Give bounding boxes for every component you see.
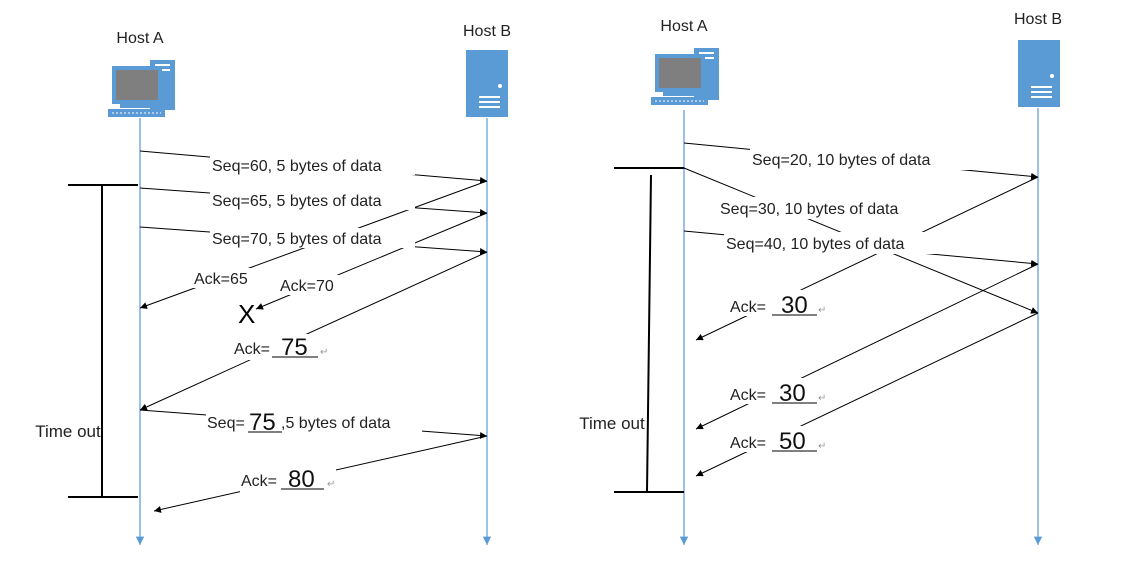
ack30-second-arrow [695, 263, 1039, 430]
computer-icon [108, 60, 175, 117]
left-timeout-label: Time out [35, 422, 101, 441]
left-diagram: Host A Host B Time out [35, 23, 511, 545]
seq30-label: Seq=30, 10 bytes of data [720, 201, 898, 218]
right-host-a-label: Host A [660, 18, 707, 35]
left-host-a-label: Host A [116, 30, 163, 47]
seq70-label: Seq=70, 5 bytes of data [212, 231, 382, 248]
right-host-b-label: Host B [1014, 11, 1062, 28]
ack75-value: 75 [281, 334, 308, 361]
right-diagram: Host A Host B Time out [579, 11, 1062, 545]
ack30-second-value: 30 [779, 380, 806, 407]
left-host-b-label: Host B [463, 23, 511, 40]
ack30-first-prefix: Ack= [730, 299, 766, 316]
retransmit-prefix: Seq= [207, 415, 245, 432]
packet-lost-x: X [238, 299, 255, 329]
ack75-arrow [139, 251, 488, 411]
para-mark: ↵ [818, 441, 826, 452]
ack30-second-prefix: Ack= [730, 387, 766, 404]
timeout-bar [646, 174, 652, 493]
para-mark: ↵ [818, 393, 826, 404]
seq20-label: Seq=20, 10 bytes of data [752, 152, 930, 169]
para-mark: ↵ [818, 305, 826, 316]
seq60-label: Seq=60, 5 bytes of data [212, 158, 382, 175]
computer-icon [651, 48, 719, 105]
retransmit-value: 75 [249, 409, 276, 436]
ack80-prefix: Ack= [241, 473, 277, 490]
ack70-label: Ack=70 [280, 278, 334, 295]
server-icon [1018, 40, 1060, 107]
ack80-value: 80 [288, 466, 315, 493]
server-icon [466, 50, 508, 117]
retransmit-suffix: ,5 bytes of data [281, 415, 391, 432]
ack75-prefix: Ack= [234, 341, 270, 358]
right-timeout-label: Time out [579, 414, 645, 433]
para-mark: ↵ [327, 479, 335, 490]
ack50-prefix: Ack= [730, 435, 766, 452]
seq40-label: Seq=40, 10 bytes of data [726, 236, 904, 253]
para-mark: ↵ [320, 347, 328, 358]
ack30-first-value: 30 [781, 292, 808, 319]
ack65-label: Ack=65 [194, 271, 248, 288]
ack50-value: 50 [779, 428, 806, 455]
seq65-label: Seq=65, 5 bytes of data [212, 193, 382, 210]
